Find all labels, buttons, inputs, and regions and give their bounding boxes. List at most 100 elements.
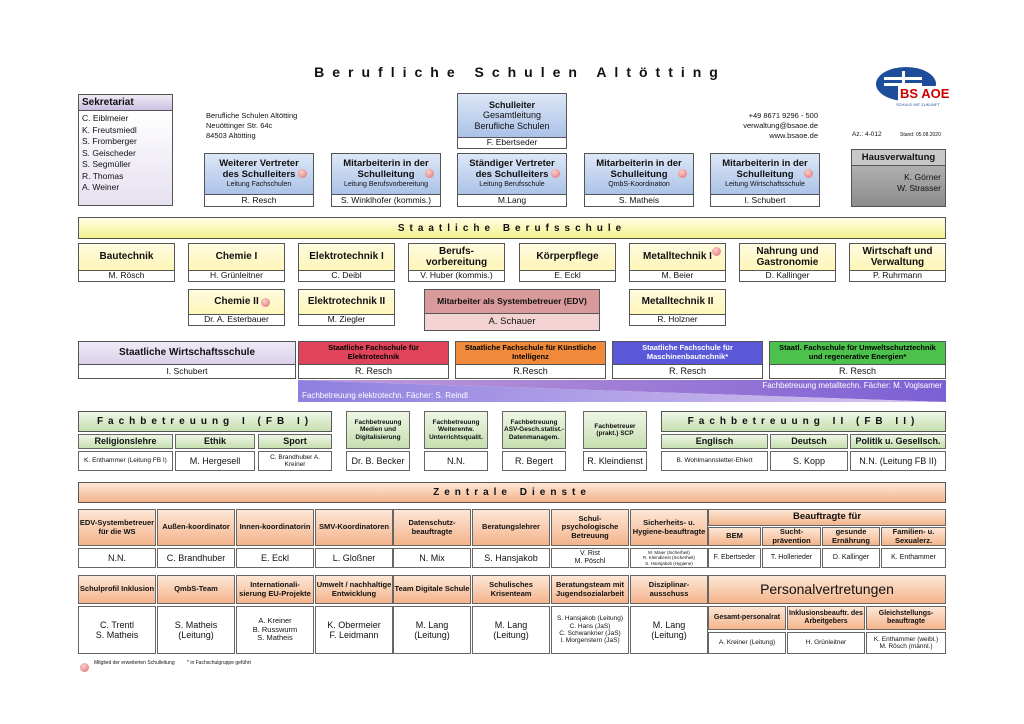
- schulleiter-role: Gesamtleitung: [482, 110, 542, 121]
- beauftragte-topic: Familien- u. Sexualerz.: [881, 527, 946, 546]
- department-title: Elektrotechnik I: [309, 251, 384, 263]
- wirtschaftsschule-name: I. Schubert: [79, 364, 295, 378]
- zentrale-service-person: L. Gloßner: [315, 548, 393, 568]
- sekretariat-name: K. Freutsmiedl: [82, 124, 137, 135]
- fb1-person: C. Brandhuber A. Kreiner: [258, 451, 332, 471]
- department-title: Wirtschaft und Verwaltung: [862, 245, 933, 269]
- vertreter-title-1: Weiterer Vertreter: [219, 158, 299, 170]
- fb2-subject: Politik u. Gesellsch.: [850, 434, 946, 449]
- fb2-person: N.N. (Leitung FB II): [850, 451, 946, 471]
- fb2-band: Fachbetreuung II (FB II): [661, 411, 946, 432]
- member-dot-icon: [804, 169, 813, 178]
- fachschule-head: R.Resch: [456, 364, 605, 378]
- personalvertretung-title: Gesamt-personalrat: [708, 606, 786, 630]
- fachschule-head: R. Resch: [770, 364, 945, 378]
- beauftragte-topic: BEM: [708, 527, 761, 546]
- fb-special-person: R. Begert: [502, 451, 566, 471]
- fb-special-title: Fachbetreuung Weiterentw. Unterrichtsqua…: [424, 411, 488, 449]
- department-title: Chemie II: [214, 296, 259, 308]
- department-head: C. Deibl: [299, 270, 394, 281]
- zentrale-team-person: M. Lang (Leitung): [393, 606, 471, 654]
- hausverwaltung-title: Hausverwaltung: [852, 150, 945, 166]
- fb1-subject: Religionslehre: [78, 434, 173, 449]
- beauftragte-person: K. Enthammer: [881, 548, 946, 568]
- zentrale-team-title: Team Digitale Schule: [393, 575, 471, 604]
- member-dot-icon: [678, 169, 687, 178]
- department-box: Elektrotechnik II M. Ziegler: [298, 289, 395, 326]
- zentrale-team-person: C. Trentl S. Matheis: [78, 606, 156, 654]
- zentrale-team-person: M. Lang (Leitung): [472, 606, 550, 654]
- fb1-person: M. Hergesell: [175, 451, 255, 471]
- zentrale-service-person: E. Eckl: [236, 548, 314, 568]
- zentrale-service-title: EDV-Systembetreuer für die WS: [78, 509, 156, 546]
- vertreter-subtitle: Leitung Wirtschaftsschule: [725, 180, 805, 188]
- zentrale-team-title: Umwelt / nachhaltige Entwicklung: [315, 575, 393, 604]
- department-box: Chemie II Dr. A. Esterbauer: [188, 289, 285, 326]
- contact-block: +49 8671 9296 - 500 verwaltung@bsaoe.de …: [710, 111, 818, 141]
- department-title: Elektrotechnik II: [307, 296, 386, 308]
- school-logo: BS AOE SCHULE MIT ZUKUNFT: [872, 64, 952, 110]
- member-dot-icon: [712, 247, 721, 256]
- sekretariat-name: S. Geischeder: [82, 147, 136, 158]
- edv-name: A. Schauer: [425, 313, 599, 330]
- vertreter-title-1: Mitarbeiterin in der: [343, 158, 429, 170]
- address-block: Berufliche Schulen Altötting Neuöttinger…: [206, 111, 297, 141]
- department-head: P. Ruhrmann: [850, 270, 945, 281]
- personalvertretung-title: Inklusionsbeauftr. des Arbeitgebers: [787, 606, 865, 630]
- legend-dot-text: Mitglied der erweiterten Schulleitung: [94, 660, 175, 666]
- department-title: Körperpflege: [536, 251, 599, 263]
- fachbetreuung-bands: Fachbetreuung metalltechn. Fächer: M. Vo…: [298, 380, 946, 402]
- vertreter-name: M.Lang: [458, 194, 566, 206]
- fachschule-box: Staatl. Fachschule für Umweltschutztechn…: [769, 341, 946, 379]
- zentrale-service-title: Datenschutz-beauftragte: [393, 509, 471, 546]
- sekretariat-name: S. Fromberger: [82, 136, 137, 146]
- department-head: Dr. A. Esterbauer: [189, 314, 284, 325]
- stand-label: Stand: 05.08.2020: [900, 132, 941, 138]
- zentrale-team-title: Schulprofil Inklusion: [78, 575, 156, 604]
- fachschule-title: Staatliche Fachschule für Maschinenbaute…: [613, 342, 762, 364]
- zentrale-service-person: S. Hansjakob: [472, 548, 550, 568]
- zentrale-team-person: M. Lang (Leitung): [630, 606, 708, 654]
- zentrale-service-title: Außen-koordinator: [157, 509, 235, 546]
- logo-text: BS AOE: [898, 86, 952, 101]
- fachschule-box: Staatliche Fachschule für Maschinenbaute…: [612, 341, 763, 379]
- vertreter-name: S. Matheis: [585, 194, 693, 206]
- vertreter-subtitle: Leitung Fachschulen: [226, 180, 292, 188]
- department-head: R. Holzner: [630, 314, 725, 325]
- vertreter-title-1: Mitarbeiterin in der: [722, 158, 808, 170]
- fachschule-title: Staatliche Fachschule für Elektrotechnik: [299, 342, 448, 364]
- department-head: H. Grünleitner: [189, 270, 284, 281]
- vertreter-title-1: Ständiger Vertreter: [469, 158, 555, 170]
- department-head: E. Eckl: [520, 270, 615, 281]
- department-title: Berufs- vorbereitung: [425, 245, 488, 269]
- fachschule-box: Staatliche Fachschule für Künstliche Int…: [455, 341, 606, 379]
- vertreter-subtitle: QmbS-Koordination: [608, 180, 670, 188]
- wirtschaftsschule-box: Staatliche Wirtschaftsschule I. Schubert: [78, 341, 296, 379]
- beauftragte-topic: Sucht-prävention: [762, 527, 821, 546]
- beauftragte-title: Beauftragte für: [708, 509, 946, 526]
- az-label: Az.: 4-012: [852, 131, 882, 138]
- department-title: Chemie I: [215, 251, 258, 263]
- department-box: Chemie I H. Grünleitner: [188, 243, 285, 282]
- zentrale-service-title: Innen-koordinatorin: [236, 509, 314, 546]
- beauftragte-topic: gesunde Ernährung: [822, 527, 880, 546]
- address-line: Neuöttinger Str. 64c: [206, 121, 273, 130]
- beauftragte-person: T. Hollerieder: [762, 548, 821, 568]
- fb-special-title: Fachbetreuung ASV-Gesch.statist.-Datenma…: [502, 411, 566, 449]
- zentrale-service-person: C. Brandhuber: [157, 548, 235, 568]
- department-head: M. Ziegler: [299, 314, 394, 325]
- schulleiter-school: Berufliche Schulen: [474, 120, 550, 131]
- legend-star-text: * in Fachschulgruppe geführt: [187, 660, 251, 666]
- fachbetreuung-elektro: Fachbetreuung elektrotechn. Fächer: S. R…: [302, 391, 468, 400]
- wirtschaftsschule-title: Staatliche Wirtschaftsschule: [118, 347, 256, 359]
- fachschule-title: Staatliche Fachschule für Künstliche Int…: [456, 342, 605, 364]
- personalvertretung-person: H. Grünleitner: [787, 632, 865, 654]
